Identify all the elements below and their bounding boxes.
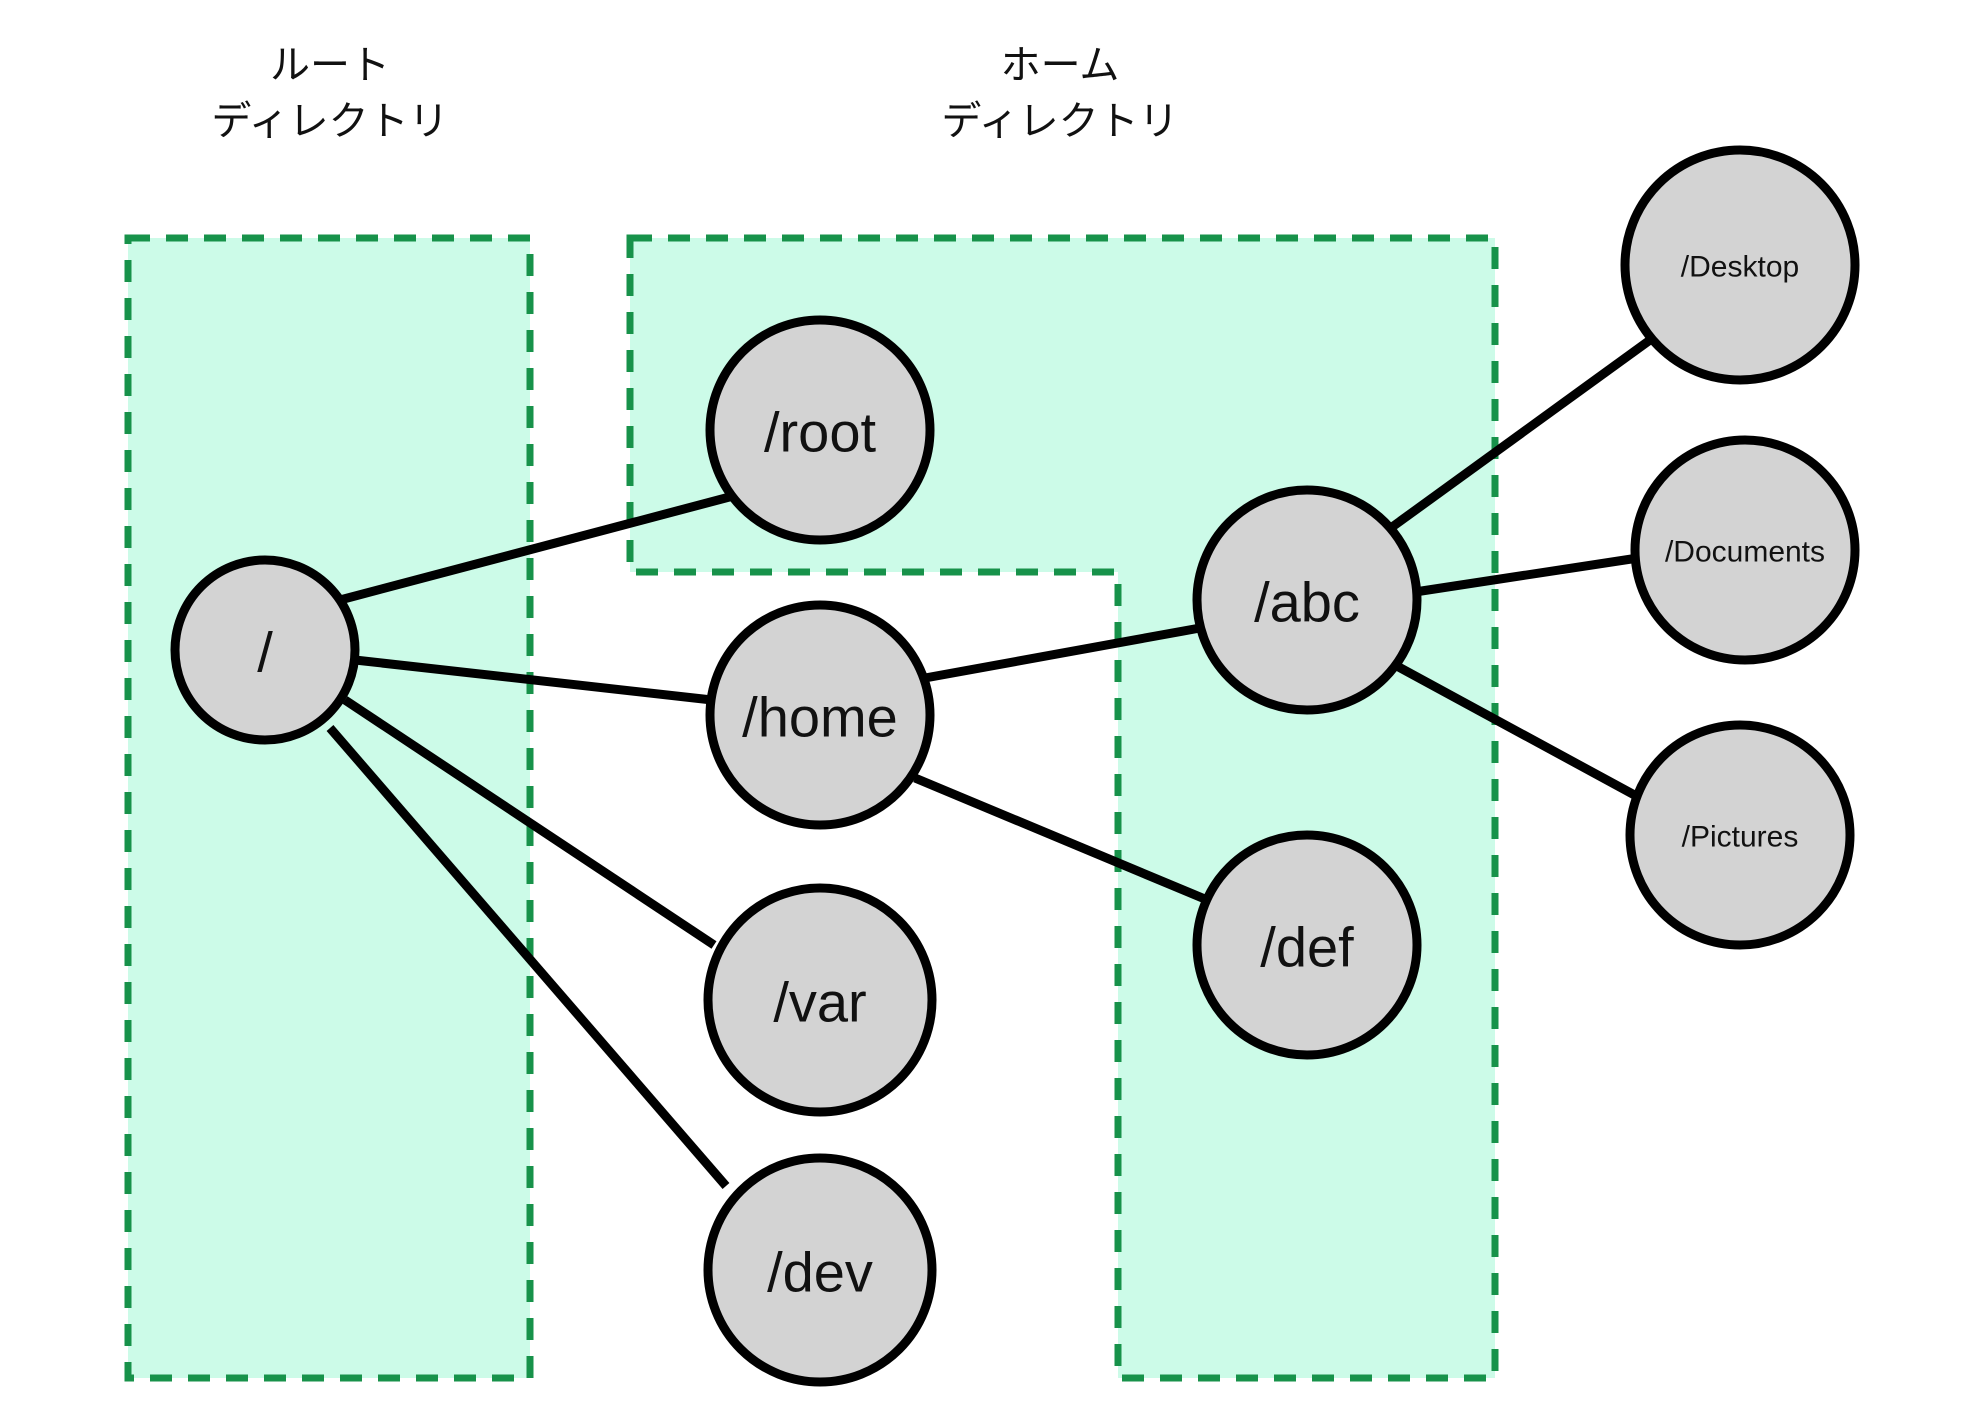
- node-layer: / /root/home/var/dev/abc/def/Desktop/Docu…: [170, 145, 1860, 1387]
- node-pictures-circle[interactable]: [1625, 720, 1855, 950]
- node-root-label: /: [257, 621, 273, 684]
- node-dev-label: /dev: [767, 1241, 873, 1304]
- node-var[interactable]: /var: [703, 883, 937, 1117]
- edge-root-to-root-dir: [338, 490, 739, 605]
- node-home-circle[interactable]: [705, 600, 935, 830]
- node-var-circle[interactable]: [703, 883, 937, 1117]
- node-root-dir-circle[interactable]: [705, 315, 935, 545]
- node-home[interactable]: /home: [705, 600, 935, 830]
- node-desktop[interactable]: /Desktop: [1620, 145, 1860, 385]
- root-directory-region-caption-line1: ルート: [270, 44, 390, 88]
- node-documents-label: /Documents: [1665, 536, 1825, 569]
- edge-home-to-def: [913, 773, 1214, 907]
- node-documents-circle[interactable]: [1630, 435, 1860, 665]
- node-desktop-label: /Desktop: [1681, 251, 1799, 284]
- node-abc[interactable]: /abc: [1192, 485, 1422, 715]
- node-root-dir[interactable]: /root: [705, 315, 935, 545]
- node-def[interactable]: /def: [1192, 830, 1422, 1060]
- region-root-directory-region: [124, 234, 534, 1382]
- node-def-label: /def: [1260, 916, 1354, 979]
- edge-abc-to-desktop: [1385, 336, 1653, 534]
- home-directory-region-caption-line1: ホーム: [1001, 44, 1120, 88]
- node-pictures-label: /Pictures: [1682, 821, 1799, 854]
- node-abc-label: /abc: [1254, 571, 1360, 634]
- node-abc-circle[interactable]: [1192, 485, 1422, 715]
- node-dev-circle[interactable]: [703, 1153, 937, 1387]
- edge-abc-to-documents: [1414, 553, 1639, 597]
- node-root-circle[interactable]: [170, 555, 360, 745]
- node-root-dir-label: /root: [764, 401, 876, 464]
- edge-home-to-abc: [924, 623, 1201, 683]
- edge-abc-to-pictures: [1392, 661, 1643, 802]
- edge-root-to-home: [354, 655, 713, 705]
- root-directory-region-caption-line2: ディレクトリ: [211, 100, 448, 144]
- node-dev[interactable]: /dev: [703, 1153, 937, 1387]
- node-def-circle[interactable]: [1192, 830, 1422, 1060]
- edge-root-to-var: [342, 696, 717, 949]
- home-directory-region-caption-line2: ディレクトリ: [941, 100, 1178, 144]
- node-desktop-circle[interactable]: [1620, 145, 1860, 385]
- node-root[interactable]: /: [170, 555, 360, 745]
- edge-root-to-dev: [326, 725, 730, 1189]
- node-var-label: /var: [773, 971, 866, 1034]
- node-pictures[interactable]: /Pictures: [1625, 720, 1855, 950]
- node-documents[interactable]: /Documents: [1630, 435, 1860, 665]
- edge-layer: [326, 336, 1653, 1189]
- node-home-label: /home: [742, 686, 898, 749]
